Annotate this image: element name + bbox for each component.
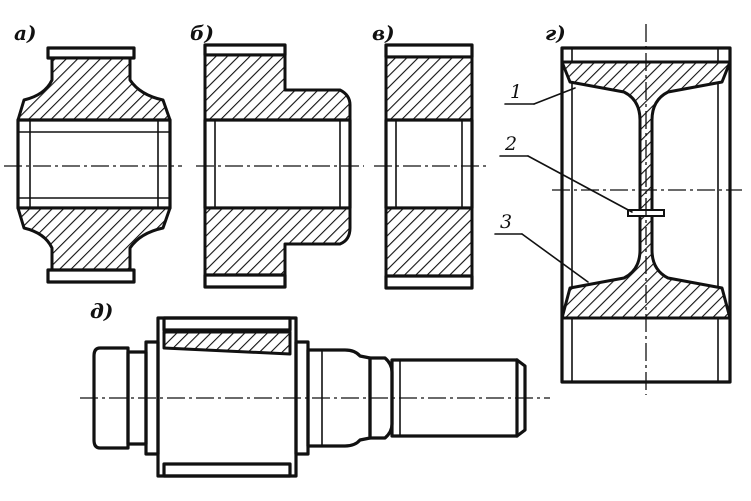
part-g-webbed-gear: г) 1 2 3 <box>494 21 742 395</box>
callout-2-number: 2 <box>504 133 517 155</box>
part-b-gear-with-one-side-hub: б) <box>190 21 364 289</box>
label-b: б) <box>190 21 214 45</box>
label-v: в) <box>372 21 395 45</box>
part-b-bottom-section <box>203 206 352 277</box>
part-v-top-section <box>384 55 474 122</box>
part-v-flat-gear-disc: в) <box>372 21 488 290</box>
part-a-bottom-rim <box>46 268 136 284</box>
callout-1-number: 1 <box>510 81 522 103</box>
part-b-bore <box>203 118 352 210</box>
part-a-bottom-section <box>16 206 172 272</box>
callout-3-number: 3 <box>500 211 512 233</box>
callout-1-leader <box>533 87 576 105</box>
part-b-top-section <box>203 53 352 122</box>
label-d: д) <box>90 299 113 323</box>
part-v-top-rim <box>384 43 474 59</box>
callout-3-leader <box>521 233 589 283</box>
part-v-bore <box>384 118 474 210</box>
callout-3: 3 <box>494 211 589 283</box>
label-a: а) <box>14 21 36 45</box>
part-a-top-section <box>16 56 172 122</box>
callout-2: 2 <box>499 133 633 213</box>
part-a-gear-with-hub: а) <box>4 21 182 284</box>
part-b-bottom-rim <box>203 273 287 289</box>
callout-1: 1 <box>504 81 576 105</box>
part-v-bottom-rim <box>384 274 474 290</box>
callout-2-leader <box>527 155 633 213</box>
part-d-gear-shaft: д) <box>80 299 550 478</box>
part-a-bore <box>16 118 172 210</box>
label-g: г) <box>545 21 566 45</box>
part-d-bottom-teeth <box>162 462 292 478</box>
part-d-left-end <box>92 346 130 450</box>
part-d-gear-section <box>162 330 292 356</box>
part-d-top-teeth <box>162 316 292 332</box>
part-v-bottom-section <box>384 206 474 278</box>
